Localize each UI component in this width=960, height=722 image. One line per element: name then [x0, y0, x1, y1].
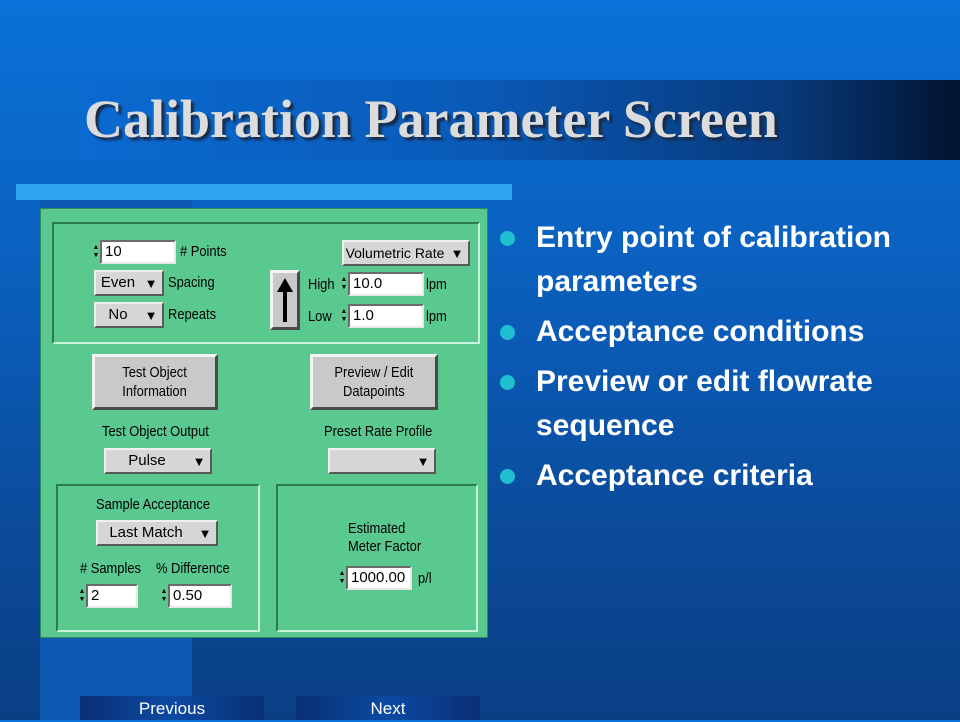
bullet-dot-icon [500, 375, 515, 390]
rate-type-value: Volumetric Rate [345, 245, 445, 261]
repeats-label: Repeats [168, 306, 217, 323]
sample-acceptance-dropdown[interactable]: Last Match ▼ [96, 520, 218, 546]
bullet-text: Entry point of calibration parameters [536, 221, 892, 298]
difference-spinner[interactable]: ▲▼ 0.50 [160, 584, 232, 608]
bullet-dot-icon [500, 231, 515, 246]
repeats-value: No [108, 306, 128, 323]
meter-factor-unit: p/l [418, 570, 432, 587]
spinner-arrows-icon[interactable]: ▲▼ [160, 588, 168, 603]
points-group-box: ▲▼ 10 # Points Even ▼ Spacing No ▼ Repea… [52, 222, 480, 344]
points-spinner[interactable]: ▲▼ 10 [92, 240, 176, 264]
sample-acceptance-value: Last Match [109, 524, 183, 541]
calibration-screenshot-panel: ▲▼ 10 # Points Even ▼ Spacing No ▼ Repea… [40, 208, 488, 638]
spinner-arrows-icon[interactable]: ▲▼ [340, 276, 348, 291]
bullet-text: Preview or edit flowrate sequence [536, 365, 873, 442]
preset-rate-profile-label: Preset Rate Profile [324, 423, 433, 440]
bullet-item: Entry point of calibration parameters [500, 216, 940, 304]
high-field[interactable]: 10.0 [348, 272, 424, 296]
rate-type-dropdown[interactable]: Volumetric Rate ▼ [342, 240, 470, 266]
spinner-arrows-icon[interactable]: ▲▼ [92, 244, 100, 259]
high-label: High [308, 276, 335, 293]
dropdown-arrow-icon[interactable]: ▼ [450, 245, 464, 261]
preset-rate-profile-value [330, 450, 412, 472]
title-band [80, 80, 960, 160]
preset-rate-profile-dropdown[interactable]: ▼ [328, 448, 436, 474]
test-object-output-label: Test Object Output [102, 423, 209, 440]
test-object-output-value: Pulse [128, 452, 166, 469]
dropdown-arrow-icon[interactable]: ▼ [144, 307, 158, 323]
dropdown-arrow-icon[interactable]: ▼ [198, 525, 212, 541]
dropdown-arrow-icon[interactable]: ▼ [144, 275, 158, 291]
meter-factor-box: Estimated Meter Factor ▲▼ 1000.00 p/l [276, 484, 478, 632]
next-button[interactable]: Next [296, 696, 480, 720]
high-unit: lpm [426, 276, 447, 293]
slide-title: Calibration Parameter Screen [84, 89, 778, 149]
preview-button-label: Preview / Edit Datapoints [334, 364, 414, 400]
preview-edit-datapoints-button[interactable]: Preview / Edit Datapoints [310, 354, 438, 410]
bullet-item: Acceptance criteria [500, 454, 940, 498]
spacing-dropdown[interactable]: Even ▼ [94, 270, 164, 296]
spinner-arrows-icon[interactable]: ▲▼ [338, 570, 346, 585]
low-field[interactable]: 1.0 [348, 304, 424, 328]
spinner-arrows-icon[interactable]: ▲▼ [78, 588, 86, 603]
bullet-text: Acceptance criteria [536, 459, 813, 492]
accent-line [16, 184, 512, 200]
test-object-output-dropdown[interactable]: Pulse ▼ [104, 448, 212, 474]
bullet-text: Acceptance conditions [536, 315, 865, 348]
low-unit: lpm [426, 308, 447, 325]
points-field[interactable]: 10 [100, 240, 176, 264]
difference-label: % Difference [156, 560, 230, 577]
samples-spinner[interactable]: ▲▼ 2 [78, 584, 138, 608]
test-object-button-label: Test Object Information [122, 364, 188, 400]
samples-field[interactable]: 2 [86, 584, 138, 608]
spacing-label: Spacing [168, 274, 215, 291]
up-arrow-toggle-button[interactable] [270, 270, 300, 330]
high-spinner[interactable]: ▲▼ 10.0 [340, 272, 424, 296]
previous-button[interactable]: Previous [80, 696, 264, 720]
low-spinner[interactable]: ▲▼ 1.0 [340, 304, 424, 328]
dropdown-arrow-icon[interactable]: ▼ [416, 453, 430, 469]
meter-factor-spinner[interactable]: ▲▼ 1000.00 [338, 566, 412, 590]
bullet-dot-icon [500, 469, 515, 484]
dropdown-arrow-icon[interactable]: ▼ [192, 453, 206, 469]
sample-acceptance-label: Sample Acceptance [96, 496, 211, 513]
points-label: # Points [180, 243, 227, 260]
spacing-value: Even [100, 274, 136, 291]
test-object-information-button[interactable]: Test Object Information [92, 354, 218, 410]
meter-factor-label: Estimated Meter Factor [348, 520, 422, 555]
spinner-arrows-icon[interactable]: ▲▼ [340, 308, 348, 323]
bullet-item: Preview or edit flowrate sequence [500, 360, 940, 448]
bullet-dot-icon [500, 325, 515, 340]
sample-acceptance-box: Sample Acceptance Last Match ▼ # Samples… [56, 484, 260, 632]
repeats-dropdown[interactable]: No ▼ [94, 302, 164, 328]
meter-factor-field[interactable]: 1000.00 [346, 566, 412, 590]
difference-field[interactable]: 0.50 [168, 584, 232, 608]
bullet-item: Acceptance conditions [500, 310, 940, 354]
samples-label: # Samples [80, 560, 141, 577]
bullet-list: Entry point of calibration parameters Ac… [500, 216, 940, 504]
low-label: Low [308, 308, 332, 325]
up-arrow-icon [277, 278, 293, 322]
